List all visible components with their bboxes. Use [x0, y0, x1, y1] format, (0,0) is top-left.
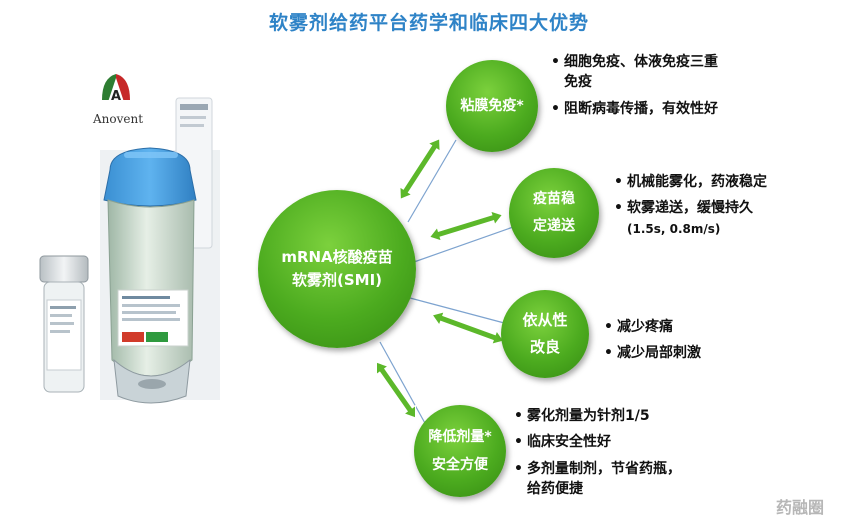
center-node-line2: 软雾剂(SMI): [291, 271, 383, 289]
advantage-bullets-1: 细胞免疫、体液免疫三重免疫 阻断病毒传播，有效性好: [551, 52, 726, 125]
watermark: 药融圈: [776, 498, 825, 517]
center-node: mRNA核酸疫苗 软雾剂(SMI): [258, 190, 416, 348]
advantage-node-label: 降低剂量*: [428, 429, 492, 445]
advantage-node-label: 定递送: [533, 218, 575, 234]
svg-text:A: A: [111, 89, 121, 104]
bullet-item: 雾化剂量为针剂1/5: [514, 406, 689, 427]
bullet-item: 软雾递送，缓慢持久 (1.5s, 0.8m/s): [614, 198, 789, 238]
double-arrow-1: [399, 138, 441, 200]
double-arrow-3: [431, 311, 505, 345]
bullet-item: 减少局部刺激: [604, 343, 744, 364]
bullet-item: 细胞免疫、体液免疫三重免疫: [551, 52, 726, 93]
advantage-node-lower-dose: 降低剂量* 安全方便: [414, 405, 506, 497]
bullet-item: 减少疼痛: [604, 317, 744, 338]
advantage-node-label: 依从性: [522, 311, 568, 329]
anovent-logo-icon: A: [102, 74, 130, 104]
advantage-node-label: 安全方便: [432, 457, 488, 473]
connector-line: [407, 139, 457, 223]
advantage-bullets-3: 减少疼痛 减少局部刺激: [604, 317, 744, 370]
connector-line: [379, 341, 427, 426]
connector-line: [409, 297, 509, 325]
connector-line: [413, 225, 517, 263]
brand-name: Anovent: [92, 112, 144, 126]
double-arrow-4: [375, 361, 417, 419]
advantage-node-mucosal-immunity: 粘膜免疫*: [446, 60, 538, 152]
bullet-item: 多剂量制剂，节省药瓶，给药便捷: [514, 459, 689, 500]
slide-title: 软雾剂给药平台药学和临床四大优势: [268, 12, 589, 34]
double-arrow-2: [428, 210, 504, 242]
bullet-text: 软雾递送，缓慢持久: [627, 200, 753, 217]
advantage-bullets-2: 机械能雾化，药液稳定 软雾递送，缓慢持久 (1.5s, 0.8m/s): [614, 172, 789, 244]
advantage-node-compliance: 依从性 改良: [501, 290, 589, 378]
bullet-subtext: (1.5s, 0.8m/s): [627, 221, 721, 236]
bullet-text: 机械能雾化，药液稳定: [627, 174, 767, 190]
bullet-item: 机械能雾化，药液稳定: [614, 172, 789, 193]
advantage-node-stable-delivery: 疫苗稳 定递送: [509, 168, 599, 258]
center-node-line1: mRNA核酸疫苗: [281, 247, 393, 266]
advantage-bullets-4: 雾化剂量为针剂1/5 临床安全性好 多剂量制剂，节省药瓶，给药便捷: [514, 406, 689, 505]
advantage-node-label: 改良: [529, 338, 560, 356]
advantage-node-label: 粘膜免疫*: [460, 97, 524, 114]
bullet-item: 临床安全性好: [514, 432, 689, 453]
bullet-item: 阻断病毒传播，有效性好: [551, 99, 726, 120]
advantage-node-label: 疫苗稳: [533, 191, 575, 208]
